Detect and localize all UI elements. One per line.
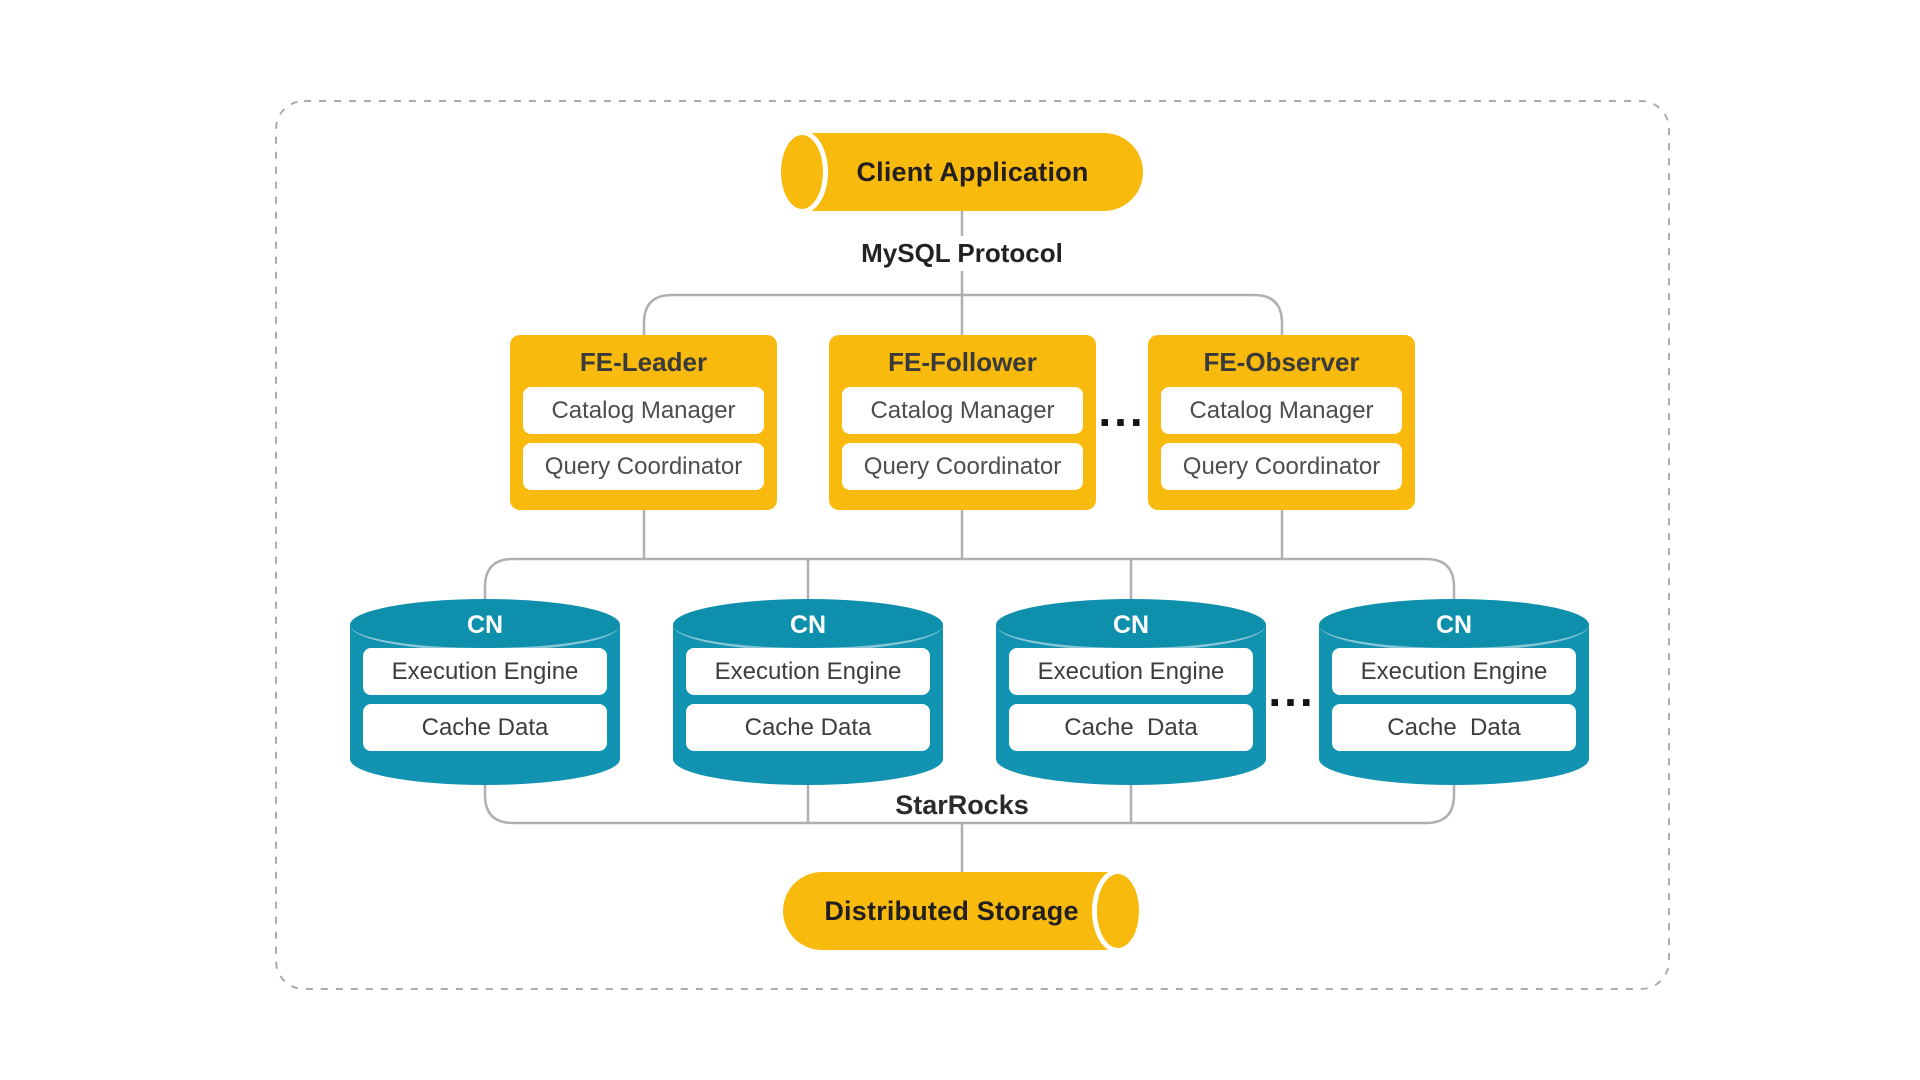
storage-cylinder-cap xyxy=(1092,869,1144,953)
mysql-protocol-label: MySQL Protocol xyxy=(842,236,1082,271)
fe-observer-title: FE-Observer xyxy=(1203,347,1360,377)
fe-follower-query-coordinator: Query Coordinator xyxy=(842,443,1083,490)
client-application-label: Client Application xyxy=(856,156,1089,187)
fe-leader-title: FE-Leader xyxy=(579,347,708,377)
cn4-cache-data: Cache Data xyxy=(1332,704,1576,751)
fe-observer-query-coordinator: Query Coordinator xyxy=(1161,443,1402,490)
cn-title: CN xyxy=(466,611,504,639)
fe-leader-catalog-manager: Catalog Manager xyxy=(523,387,764,434)
client-application-node: Client Application xyxy=(802,133,1143,211)
cn-node-3: CN Execution Engine Cache Data xyxy=(996,599,1266,785)
cn3-cache-data: Cache Data xyxy=(1009,704,1253,751)
cn1-execution-engine: Execution Engine xyxy=(363,648,607,695)
cn-node-2: CN Execution Engine Cache Data xyxy=(673,599,943,785)
fe-ellipsis-icon: ... xyxy=(1098,384,1146,436)
fe-observer-catalog-manager: Catalog Manager xyxy=(1161,387,1402,434)
fe-leader-query-coordinator: Query Coordinator xyxy=(523,443,764,490)
cn2-cache-data: Cache Data xyxy=(686,704,930,751)
cn-title: CN xyxy=(789,611,827,639)
fe-follower-node: FE-Follower Catalog Manager Query Coordi… xyxy=(829,335,1096,510)
cn1-cache-data: Cache Data xyxy=(363,704,607,751)
distributed-storage-label: Distributed Storage xyxy=(824,895,1079,926)
starrocks-group-label: StarRocks xyxy=(895,790,1029,820)
cn-title: CN xyxy=(1435,611,1473,639)
fe-leader-node: FE-Leader Catalog Manager Query Coordina… xyxy=(510,335,777,510)
fe-follower-catalog-manager: Catalog Manager xyxy=(842,387,1083,434)
cn4-execution-engine: Execution Engine xyxy=(1332,648,1576,695)
dashed-boundary xyxy=(275,100,1670,990)
cn-cylinder-cap xyxy=(996,599,1266,651)
fe-follower-title: FE-Follower xyxy=(888,347,1037,377)
cn-title: CN xyxy=(1112,611,1150,639)
client-cylinder-cap xyxy=(776,130,828,214)
fe-observer-node: FE-Observer Catalog Manager Query Coordi… xyxy=(1148,335,1415,510)
cn-node-4: CN Execution Engine Cache Data xyxy=(1319,599,1589,785)
distributed-storage-node: Distributed Storage xyxy=(783,872,1120,950)
cn-node-1: CN Execution Engine Cache Data xyxy=(350,599,620,785)
cn2-execution-engine: Execution Engine xyxy=(686,648,930,695)
cn3-execution-engine: Execution Engine xyxy=(1009,648,1253,695)
cn-ellipsis-icon: ... xyxy=(1268,664,1316,716)
